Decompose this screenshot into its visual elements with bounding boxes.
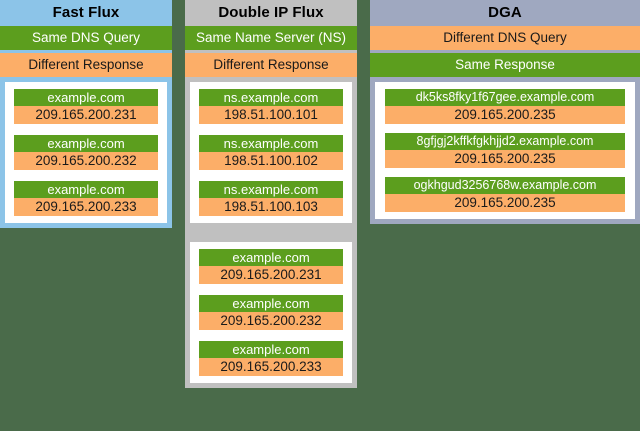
column-title-dga: DGA [370,0,640,26]
record-ip: 209.165.200.233 [14,198,158,216]
record-group: example.com 209.165.200.231 example.com … [5,82,167,223]
criteria-band-response-dga: Same Response [370,53,640,77]
dns-record-card: 8gfjgj2kffkfgkhjjd2.example.com 209.165.… [385,133,625,168]
record-ip: 209.165.200.235 [385,106,625,124]
record-ip: 209.165.200.231 [14,106,158,124]
dns-record-card: example.com 209.165.200.231 [199,249,343,284]
dns-record-card: example.com 209.165.200.232 [199,295,343,330]
record-group-frame: dk5ks8fky1f67gee.example.com 209.165.200… [370,77,640,224]
criteria-band-query-dga: Different DNS Query [370,26,640,50]
group-divider [185,228,357,237]
record-domain: dk5ks8fky1f67gee.example.com [385,89,625,106]
record-group-nameservers: ns.example.com 198.51.100.101 ns.example… [190,82,352,223]
dns-record-card: ns.example.com 198.51.100.103 [199,181,343,216]
record-domain: example.com [199,249,343,266]
record-ip: 209.165.200.235 [385,150,625,168]
record-ip: 209.165.200.235 [385,194,625,212]
record-group-frame: example.com 209.165.200.231 example.com … [185,237,357,388]
record-domain: ns.example.com [199,135,343,152]
record-domain: example.com [199,341,343,358]
record-domain: ns.example.com [199,89,343,106]
record-domain: example.com [14,89,158,106]
dns-record-card: ns.example.com 198.51.100.102 [199,135,343,170]
criteria-band-query-fast-flux: Same DNS Query [0,26,172,50]
column-title-fast-flux: Fast Flux [0,0,172,26]
dns-record-card: example.com 209.165.200.232 [14,135,158,170]
dns-record-card: ogkhgud3256768w.example.com 209.165.200.… [385,177,625,212]
record-ip: 198.51.100.102 [199,152,343,170]
record-domain: example.com [199,295,343,312]
record-ip: 198.51.100.103 [199,198,343,216]
record-ip: 209.165.200.231 [199,266,343,284]
record-ip: 209.165.200.232 [199,312,343,330]
dns-record-card: dk5ks8fky1f67gee.example.com 209.165.200… [385,89,625,124]
record-domain: 8gfjgj2kffkfgkhjjd2.example.com [385,133,625,150]
dns-record-card: example.com 209.165.200.233 [199,341,343,376]
record-domain: example.com [14,135,158,152]
criteria-band-response-fast-flux: Different Response [0,53,172,77]
dns-record-card: example.com 209.165.200.231 [14,89,158,124]
record-ip: 198.51.100.101 [199,106,343,124]
record-group-hosts: example.com 209.165.200.231 example.com … [190,242,352,383]
criteria-band-nameserver-double-ip-flux: Same Name Server (NS) [185,26,357,50]
column-title-double-ip-flux: Double IP Flux [185,0,357,26]
band-divider [0,50,172,53]
column-double-ip-flux: Double IP Flux Same Name Server (NS) Dif… [185,0,357,388]
criteria-band-response-double-ip-flux: Different Response [185,53,357,77]
band-divider [370,50,640,53]
record-domain: ns.example.com [199,181,343,198]
band-divider [185,50,357,53]
record-group-frame: ns.example.com 198.51.100.101 ns.example… [185,77,357,228]
record-domain: ogkhgud3256768w.example.com [385,177,625,194]
column-dga: DGA Different DNS Query Same Response dk… [370,0,640,224]
dns-record-card: example.com 209.165.200.233 [14,181,158,216]
record-domain: example.com [14,181,158,198]
column-fast-flux: Fast Flux Same DNS Query Different Respo… [0,0,172,228]
record-group-frame: example.com 209.165.200.231 example.com … [0,77,172,228]
record-ip: 209.165.200.232 [14,152,158,170]
record-ip: 209.165.200.233 [199,358,343,376]
record-group: dk5ks8fky1f67gee.example.com 209.165.200… [375,82,635,219]
dns-record-card: ns.example.com 198.51.100.101 [199,89,343,124]
